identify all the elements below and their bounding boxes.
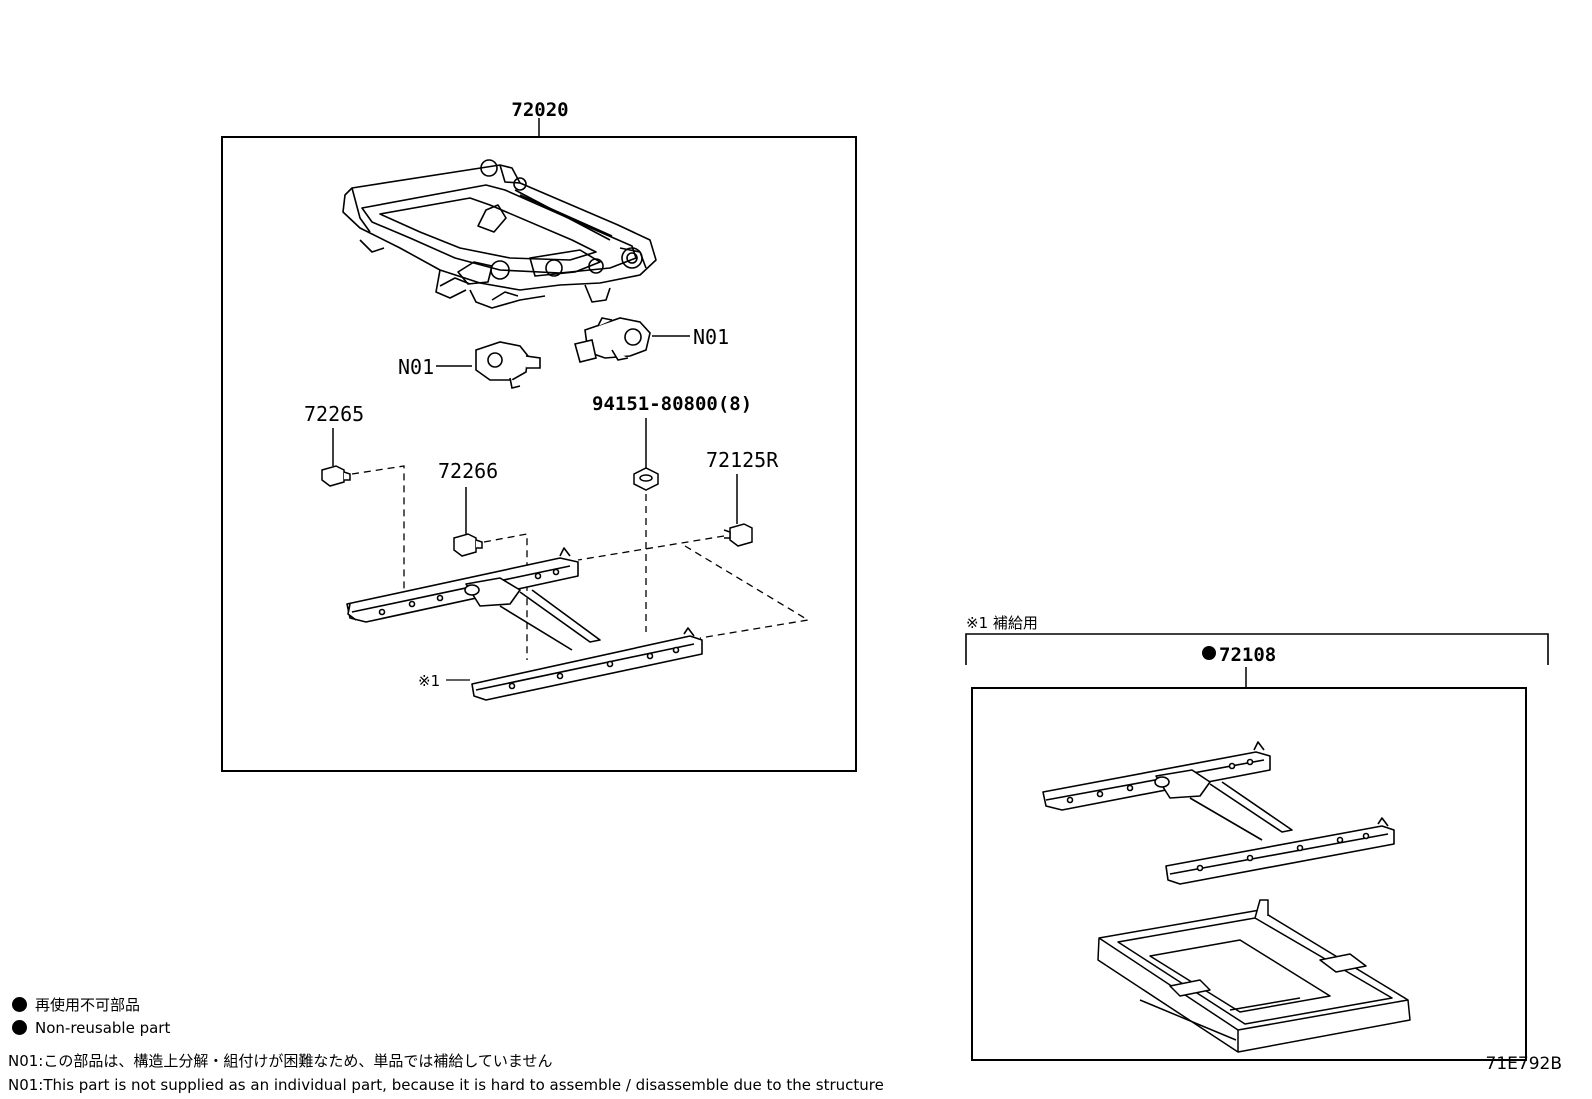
legend-nonreusable-jp-text: 再使用不可部品 [35, 996, 141, 1014]
legend-nonreusable-en: Non-reusable part [8, 1019, 170, 1037]
nut-94151 [633, 467, 659, 491]
callout-72265[interactable]: 72265 [304, 402, 364, 426]
rail-cover-72266 [453, 533, 483, 557]
supply-heading: ※1 補給用 [966, 614, 1038, 632]
bullet-dot-icon [1202, 646, 1216, 660]
supply-frame-box [971, 687, 1527, 1061]
callout-72020[interactable]: 72020 [511, 99, 568, 121]
bullet-dot-icon [12, 997, 27, 1012]
note-n01-jp: N01:この部品は、構造上分解・組付けが困難なため、単品では補給していません [8, 1052, 553, 1070]
callout-n01-right[interactable]: N01 [693, 325, 729, 349]
seat-track-supply [1042, 741, 1395, 885]
rail-cover-72265 [321, 465, 351, 487]
callout-72125R[interactable]: 72125R [706, 448, 779, 472]
legend-nonreusable-jp: 再使用不可部品 [8, 994, 140, 1015]
callout-94151-80800[interactable]: 94151-80800(8) [592, 393, 752, 415]
seat-adjuster-frame [342, 159, 657, 309]
seat-track-assembly [346, 547, 703, 701]
diagram-code: 71E792B [1485, 1054, 1562, 1074]
callout-72108[interactable]: 72108 [1219, 644, 1276, 666]
note-n01-en: N01:This part is not supplied as an indi… [8, 1076, 884, 1094]
motor-right [574, 317, 651, 363]
legend-nonreusable-en-text: Non-reusable part [35, 1019, 171, 1037]
callout-marker-1[interactable]: ※1 [418, 672, 440, 690]
supply-bracket [965, 633, 1549, 665]
callout-72266[interactable]: 72266 [438, 459, 498, 483]
motor-left [475, 341, 541, 389]
bullet-dot-icon [12, 1020, 27, 1035]
callout-n01-left[interactable]: N01 [398, 355, 434, 379]
rail-cover-72125R [723, 523, 753, 547]
packing-tray [1097, 899, 1411, 1053]
